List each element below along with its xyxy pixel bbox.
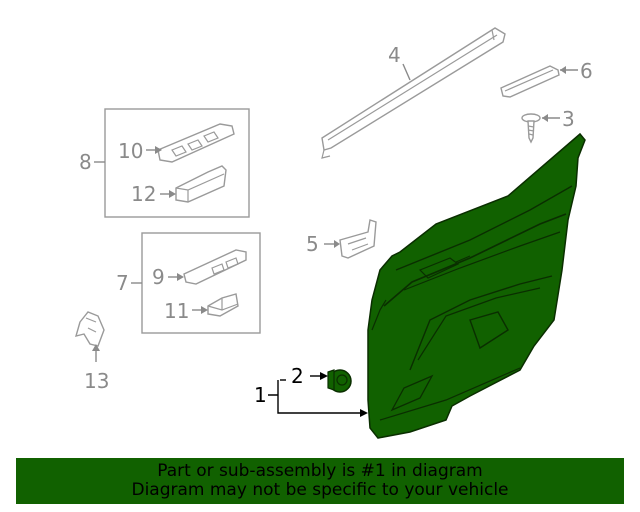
- leader-2: [310, 372, 328, 380]
- label-1[interactable]: 1: [254, 383, 267, 407]
- label-5[interactable]: 5: [306, 232, 319, 256]
- label-6[interactable]: 6: [580, 59, 593, 83]
- leader-12: [160, 190, 176, 198]
- banner-line-2: Diagram may not be specific to your vehi…: [131, 480, 509, 500]
- part-9-switch-bezel[interactable]: [183, 249, 247, 285]
- part-13-bracket[interactable]: [74, 311, 105, 347]
- part-1-door-trim-panel[interactable]: [367, 132, 586, 439]
- label-8[interactable]: 8: [79, 150, 92, 174]
- part-4-belt-molding[interactable]: [321, 27, 506, 159]
- part-12-switch[interactable]: [175, 165, 227, 203]
- label-2[interactable]: 2: [291, 364, 304, 388]
- leader-11: [192, 306, 208, 314]
- info-banner: Part or sub-assembly is #1 in diagram Di…: [16, 458, 624, 504]
- label-10[interactable]: 10: [118, 139, 143, 163]
- leader-3: [542, 114, 560, 122]
- part-10-switch-bezel[interactable]: [157, 123, 235, 163]
- leader-13: [92, 344, 100, 362]
- leader-9: [168, 273, 184, 281]
- label-12[interactable]: 12: [131, 182, 156, 206]
- leader-5: [324, 240, 340, 248]
- leader-10: [146, 146, 162, 154]
- label-3[interactable]: 3: [562, 107, 575, 131]
- part-5-bracket[interactable]: [339, 219, 377, 259]
- label-9[interactable]: 9: [152, 265, 165, 289]
- part-11-switch[interactable]: [207, 293, 239, 317]
- leader-1: [268, 379, 368, 417]
- label-7[interactable]: 7: [116, 271, 129, 295]
- banner-line-1: Part or sub-assembly is #1 in diagram: [157, 461, 483, 481]
- part-2-push-pin-clip[interactable]: [327, 369, 352, 393]
- label-4[interactable]: 4: [388, 43, 401, 67]
- label-13[interactable]: 13: [84, 369, 109, 393]
- part-3-screw[interactable]: [521, 113, 541, 144]
- part-6-trim-piece[interactable]: [500, 65, 560, 98]
- group-8-box: [104, 108, 250, 218]
- leader-6: [560, 66, 578, 74]
- leader-4: [402, 63, 411, 81]
- parts-diagram: 4 6 3: [74, 27, 593, 439]
- label-11[interactable]: 11: [164, 299, 189, 323]
